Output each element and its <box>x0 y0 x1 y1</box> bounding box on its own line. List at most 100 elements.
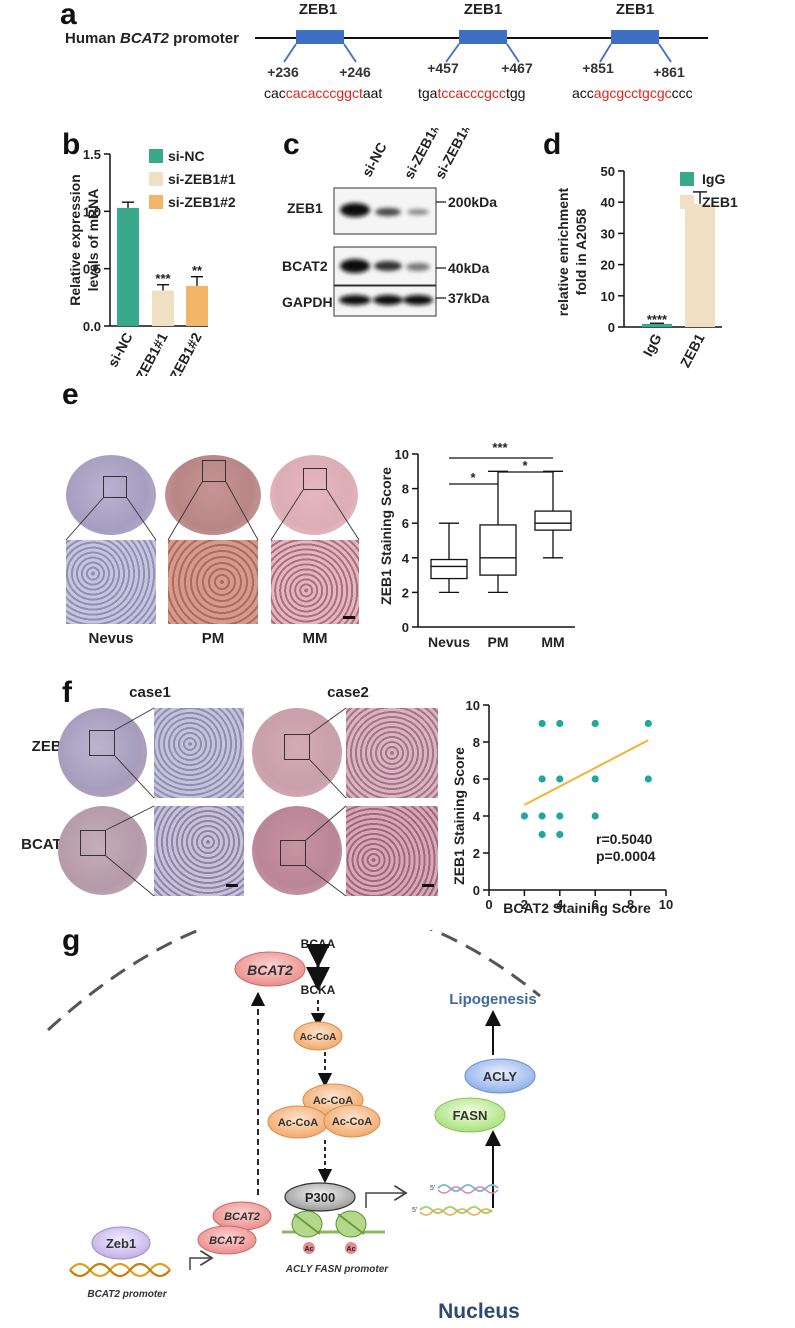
panel-f-point <box>556 812 564 820</box>
zoom-image-pm <box>168 540 258 624</box>
zoom-box-case2-bcat2 <box>280 840 306 866</box>
panel-f-ytick-label: 0 <box>473 883 480 898</box>
tma-core-case2-zeb1 <box>252 708 342 797</box>
svg-text:accagcgcctgcgcccc: accagcgcctgcgcccc <box>572 85 693 101</box>
panel-e-xlabel: PM <box>488 634 509 650</box>
svg-text:Ac: Ac <box>305 1246 314 1253</box>
svg-text:BCAT2: BCAT2 <box>209 1235 245 1247</box>
zeb1-site-2: ZEB1 +457 +467 tgatccacccgcctgg <box>418 1 533 101</box>
panel-f-ytick-label: 10 <box>466 698 480 713</box>
panel-d-ytick-label: 10 <box>601 289 615 304</box>
panel-d-ytick-label: 0 <box>608 320 615 335</box>
panel-label-c: c <box>283 128 300 161</box>
tissue-label-nevus: Nevus <box>88 630 134 647</box>
panel-b-sig-1: *** <box>155 271 171 286</box>
panel-b-bar <box>117 207 139 326</box>
svg-text:+467: +467 <box>501 60 533 76</box>
panel-f-point <box>644 775 652 783</box>
nucleus-label: Nucleus <box>438 1300 520 1323</box>
lipogenesis-label: Lipogenesis <box>449 991 537 1008</box>
panel-d-ytick-label: 40 <box>601 195 615 210</box>
panel-f-point <box>538 812 546 820</box>
panel-b-legend: si-NC si-ZEB1#1 si-ZEB1#2 <box>149 148 236 210</box>
panel-f-xtick-label: 10 <box>659 897 673 912</box>
panel-f-ytick-label: 6 <box>473 772 480 787</box>
panel-e-xlabel: MM <box>541 634 564 650</box>
accoa-single <box>293 1021 343 1051</box>
svg-text:ZEB1: ZEB1 <box>464 1 502 18</box>
zoom-image-case1-bcat2 <box>154 806 244 896</box>
panel-e-xlabel: Nevus <box>428 634 470 650</box>
panel-b-ytick-label: 0.0 <box>83 319 101 334</box>
promoter-label: Human BCAT2 promoter <box>65 30 239 47</box>
panel-f-point <box>556 830 564 839</box>
acetyl-mark-2 <box>345 1242 357 1254</box>
zoom-box-case1-bcat2 <box>80 830 106 856</box>
panel-d-sig-0: **** <box>647 312 668 327</box>
svg-text:si-ZEB1#1: si-ZEB1#1 <box>168 171 236 187</box>
panel-e-box <box>430 558 468 580</box>
zeb1-protein <box>91 1226 151 1260</box>
svg-text:tgatccacccgcctgg: tgatccacccgcctgg <box>418 85 525 101</box>
svg-text:GAPDH: GAPDH <box>282 294 333 310</box>
p300-protein <box>284 1182 356 1212</box>
svg-text:si-ZEB1#2: si-ZEB1#2 <box>168 194 236 210</box>
tma-core-case1-zeb1 <box>58 708 147 797</box>
svg-text:Ac-CoA: Ac-CoA <box>332 1116 372 1128</box>
zoom-box-nevus <box>103 476 127 498</box>
panel-g-schematic: BCAT2 BCAA BCKA Ac-CoA Ac-CoA Ac-CoA Ac-… <box>46 930 541 1323</box>
svg-text:ACLY: ACLY <box>483 1069 518 1084</box>
tissue-label-mm: MM <box>302 630 328 647</box>
zeb1-site-1: ZEB1 +236 +246 caccacacccggctaat <box>264 1 382 101</box>
panel-e-ytick-label: 2 <box>402 585 409 600</box>
svg-text:40kDa: 40kDa <box>448 260 489 276</box>
svg-text:FASN: FASN <box>453 1108 488 1123</box>
case-label-2: case2 <box>327 684 369 701</box>
nucleosomes <box>282 1210 385 1238</box>
zoom-box-case2-zeb1 <box>284 734 310 760</box>
panel-label-a: a <box>60 0 77 31</box>
panel-f-ylabel: ZEB1 Staining Score <box>451 747 467 885</box>
panel-f-point <box>538 775 546 783</box>
zoom-box-case1-zeb1 <box>89 730 115 756</box>
panel-f-r: r=0.5040 <box>596 831 653 847</box>
svg-text:200kDa: 200kDa <box>448 194 497 210</box>
zoom-image-nevus <box>66 540 156 624</box>
panel-d-bar <box>685 203 715 327</box>
panel-e-sig-pm-mm: * <box>522 458 528 473</box>
panel-d-bar <box>642 323 672 327</box>
zoom-image-case1-zeb1 <box>154 708 244 798</box>
panel-label-g: g <box>62 924 81 957</box>
tma-core-nevus <box>66 455 156 535</box>
panel-e-sig-nevus-mm: *** <box>492 440 508 455</box>
svg-text:ZEB1: ZEB1 <box>616 1 654 18</box>
panel-f-xtick-label: 6 <box>592 897 599 912</box>
panel-f-point <box>520 812 529 820</box>
panel-e-box <box>534 510 572 531</box>
panel-f-point <box>556 775 564 783</box>
panel-f-ytick-label: 8 <box>473 735 480 750</box>
bcat2-protein <box>234 951 306 987</box>
panel-f-scatter-plot: ZEB1 Staining Score BCAT2 Staining Score… <box>451 698 673 916</box>
zoom-image-case2-bcat2 <box>346 806 438 896</box>
panel-b-ytick-label: 1.5 <box>83 147 101 162</box>
panel-d-ytick-label: 50 <box>601 164 615 179</box>
tma-core-case1-bcat2 <box>58 806 147 895</box>
panel-b-bar <box>152 290 174 326</box>
svg-text:ZEB1: ZEB1 <box>299 1 337 18</box>
scale-bar-e <box>343 616 355 619</box>
panel-b-ytick-label: 0.5 <box>83 262 101 277</box>
svg-text:+246: +246 <box>339 64 371 80</box>
panel-e-sig-nevus-pm: * <box>470 470 476 485</box>
svg-text:Ac-CoA: Ac-CoA <box>300 1032 337 1043</box>
tma-core-case2-bcat2 <box>252 806 342 895</box>
svg-text:+861: +861 <box>653 64 685 80</box>
panel-a-promoter-map: Human BCAT2 promoter ZEB1 +236 +246 cacc… <box>65 1 708 101</box>
panel-e-ylabel: ZEB1 Staining Score <box>378 467 394 605</box>
svg-text:BCKA: BCKA <box>301 983 336 997</box>
panel-c-western-blot: si-NC si-ZEB1#1 si-ZEB1#2 ZEB1 BCAT2 GAP… <box>282 128 497 317</box>
